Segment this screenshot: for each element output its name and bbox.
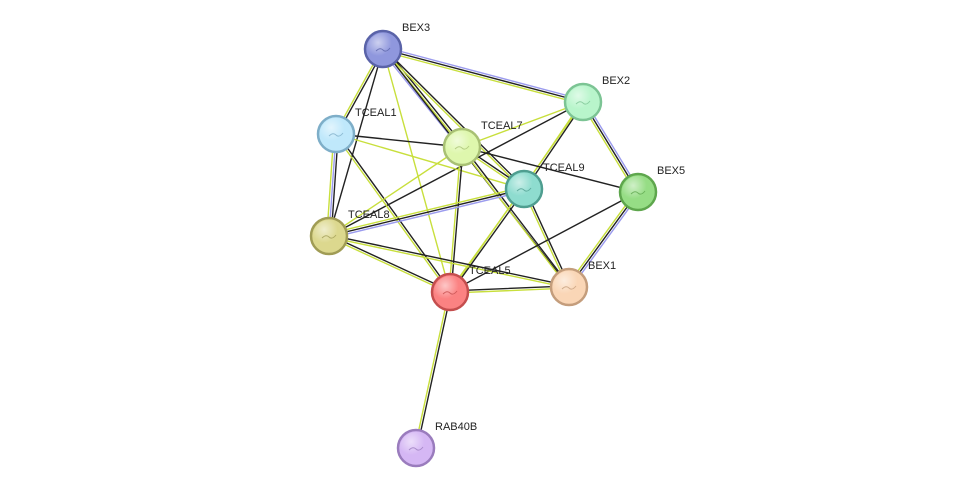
protein-structure-icon [575,100,591,105]
edge-evidence-line [334,133,450,294]
node-highlight [320,118,352,150]
edge-evidence-line [568,191,639,288]
edge-evidence-line [448,187,524,293]
node-bex1[interactable]: BEX1 [549,260,616,307]
edge-tceal9-tceal5[interactable] [448,187,526,294]
node-highlight [553,271,585,303]
edge-evidence-line [327,236,451,294]
node-highlight [622,176,654,208]
protein-structure-icon [321,234,337,239]
edge-tceal1-tceal7[interactable] [335,133,463,148]
node-label: BEX3 [402,22,430,34]
edge-tceal8-tceal5[interactable] [327,234,452,294]
edge-evidence-line [381,49,524,191]
edge-tceal7-tceal5[interactable] [448,146,464,293]
node-label: TCEAL8 [348,209,390,221]
node-tceal9[interactable]: TCEAL9 [504,162,585,209]
edge-evidence-line [449,287,570,294]
edge-evidence-line [448,146,462,293]
protein-structure-icon [516,187,532,192]
node-label: RAB40B [435,421,477,433]
edge-evidence-line [328,190,526,239]
edge-tceal8-bex1[interactable] [328,234,570,289]
protein-structure-icon [561,285,577,290]
edge-bex5-bex1[interactable] [566,190,641,289]
node-label: BEX5 [657,165,685,177]
node-rab40b[interactable]: RAB40B [396,421,477,468]
edge-tceal5-rab40b[interactable] [414,291,452,449]
edge-evidence-line [328,234,570,287]
edge-evidence-line [414,291,450,449]
node-bex2[interactable]: BEX2 [563,75,630,122]
edge-evidence-line [381,50,584,105]
protein-structure-icon [442,290,458,295]
edge-bex3-tceal5[interactable] [382,48,451,293]
edge-evidence-line [336,132,452,293]
edge-evidence-line [384,46,465,147]
node-label: TCEAL1 [355,107,397,119]
edge-evidence-line [570,192,641,289]
edge-bex2-tceal7[interactable] [461,101,584,148]
edge-evidence-line [328,234,452,292]
edge-evidence-line [335,133,525,190]
edge-evidence-line [328,188,525,237]
edge-evidence-line [382,48,451,293]
node-tceal5[interactable]: TCEAL5 [430,265,511,312]
edge-evidence-line [449,285,570,292]
node-highlight [446,131,478,163]
node-tceal1[interactable]: TCEAL1 [316,107,397,154]
node-highlight [434,276,466,308]
edge-evidence-line [461,146,639,193]
edge-tceal7-bex5[interactable] [461,146,639,193]
edge-evidence-line [416,291,452,449]
edge-tceal1-tceal5[interactable] [334,132,452,294]
node-highlight [567,86,599,118]
edge-tceal1-tceal9[interactable] [335,133,525,190]
protein-structure-icon [328,132,344,137]
node-highlight [508,173,540,205]
edge-evidence-line [449,191,639,293]
edge-evidence-line [328,48,384,237]
edge-evidence-line [382,48,584,103]
node-bex5[interactable]: BEX5 [618,165,685,212]
edge-evidence-line [335,133,463,148]
node-label: TCEAL9 [543,162,585,174]
protein-structure-icon [630,190,646,195]
edge-tceal9-tceal8[interactable] [327,186,526,239]
edge-evidence-line [460,146,569,289]
edge-bex5-tceal5[interactable] [449,191,639,293]
edge-bex3-bex2[interactable] [381,46,585,105]
node-tceal8[interactable]: TCEAL8 [309,209,390,256]
node-label: TCEAL7 [481,120,523,132]
node-tceal7[interactable]: TCEAL7 [442,120,523,167]
node-highlight [313,220,345,252]
edge-evidence-line [461,101,584,148]
edge-evidence-line [383,47,526,189]
edge-evidence-line [450,146,464,293]
edge-evidence-line [382,46,585,101]
protein-structure-icon [454,145,470,150]
edge-evidence-line [327,186,525,235]
node-label: BEX1 [588,260,616,272]
protein-structure-icon [408,446,424,451]
node-bex3[interactable]: BEX3 [363,22,430,69]
edge-tceal7-bex1[interactable] [460,145,571,289]
node-label: BEX2 [602,75,630,87]
edge-evidence-line [462,145,571,288]
edge-tceal5-bex1[interactable] [449,285,570,294]
edge-bex3-tceal8[interactable] [328,48,384,237]
edge-evidence-line [328,236,570,289]
edge-tceal7-tceal8[interactable] [328,146,463,237]
protein-structure-icon [375,47,391,52]
node-highlight [367,33,399,65]
node-highlight [400,432,432,464]
edge-evidence-line [450,188,526,294]
edge-evidence-line [566,190,637,287]
edge-evidence-line [328,146,463,237]
edge-bex3-tceal9[interactable] [381,47,526,191]
node-label: TCEAL5 [469,265,511,277]
